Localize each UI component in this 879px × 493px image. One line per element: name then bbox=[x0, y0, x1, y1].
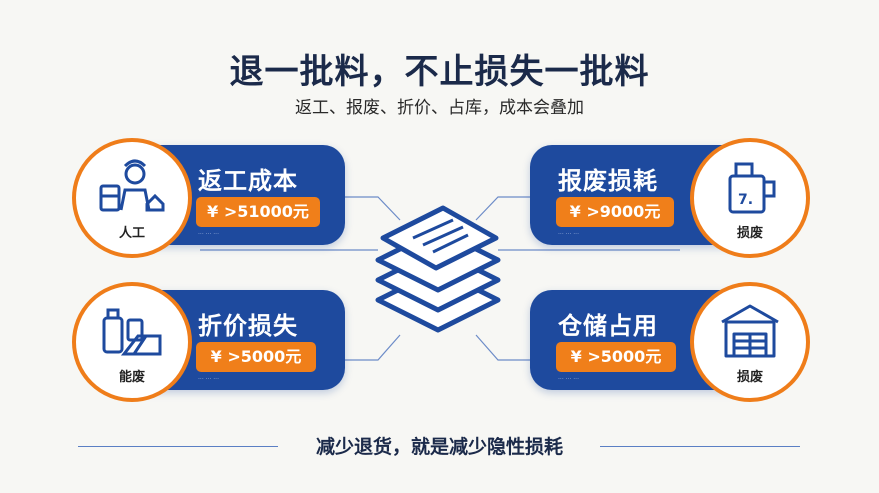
cost-badge: ¥ >5000元 bbox=[556, 342, 676, 372]
page-title: 退一批料，不止损失一批料 bbox=[229, 52, 650, 92]
card-title: 报废损耗 bbox=[558, 167, 658, 195]
scrap-circle: 7. 损废 bbox=[690, 138, 810, 258]
card-footnote: ··· ··· ··· bbox=[558, 231, 579, 238]
paper-stack-icon bbox=[375, 205, 501, 333]
cost-badge: ¥ >51000元 bbox=[196, 197, 320, 227]
warehouse-circle: 损废 bbox=[690, 282, 810, 402]
warehouse-icon bbox=[721, 304, 779, 358]
circle-label: 能废 bbox=[118, 370, 145, 385]
circle-label: 损废 bbox=[736, 226, 763, 241]
materials-circle: 能废 bbox=[72, 282, 192, 402]
card-footnote: ··· ··· ··· bbox=[198, 376, 219, 383]
blender-icon: 7. bbox=[728, 162, 776, 214]
card-title: 折价损失 bbox=[198, 312, 298, 340]
cost-badge: ¥ >9000元 bbox=[556, 197, 674, 227]
materials-icon bbox=[102, 308, 162, 356]
card-footnote: ··· ··· ··· bbox=[198, 231, 219, 238]
footer-divider-right bbox=[600, 446, 800, 447]
circle-label: 损废 bbox=[736, 370, 763, 385]
circle-label: 人工 bbox=[118, 226, 145, 241]
cost-badge: ¥ >5000元 bbox=[196, 342, 316, 372]
footer-divider-left bbox=[78, 446, 278, 447]
card-footnote: ··· ··· ··· bbox=[558, 376, 579, 383]
worker-icon bbox=[99, 159, 165, 212]
card-title: 仓储占用 bbox=[558, 312, 658, 340]
svg-text:7.: 7. bbox=[738, 192, 753, 208]
card-title: 返工成本 bbox=[198, 167, 298, 195]
worker-circle: 人工 bbox=[72, 138, 192, 258]
footer-tagline: 减少退货，就是减少隐性损耗 bbox=[315, 436, 563, 458]
page-subtitle: 返工、报废、折价、占库，成本会叠加 bbox=[295, 98, 584, 118]
